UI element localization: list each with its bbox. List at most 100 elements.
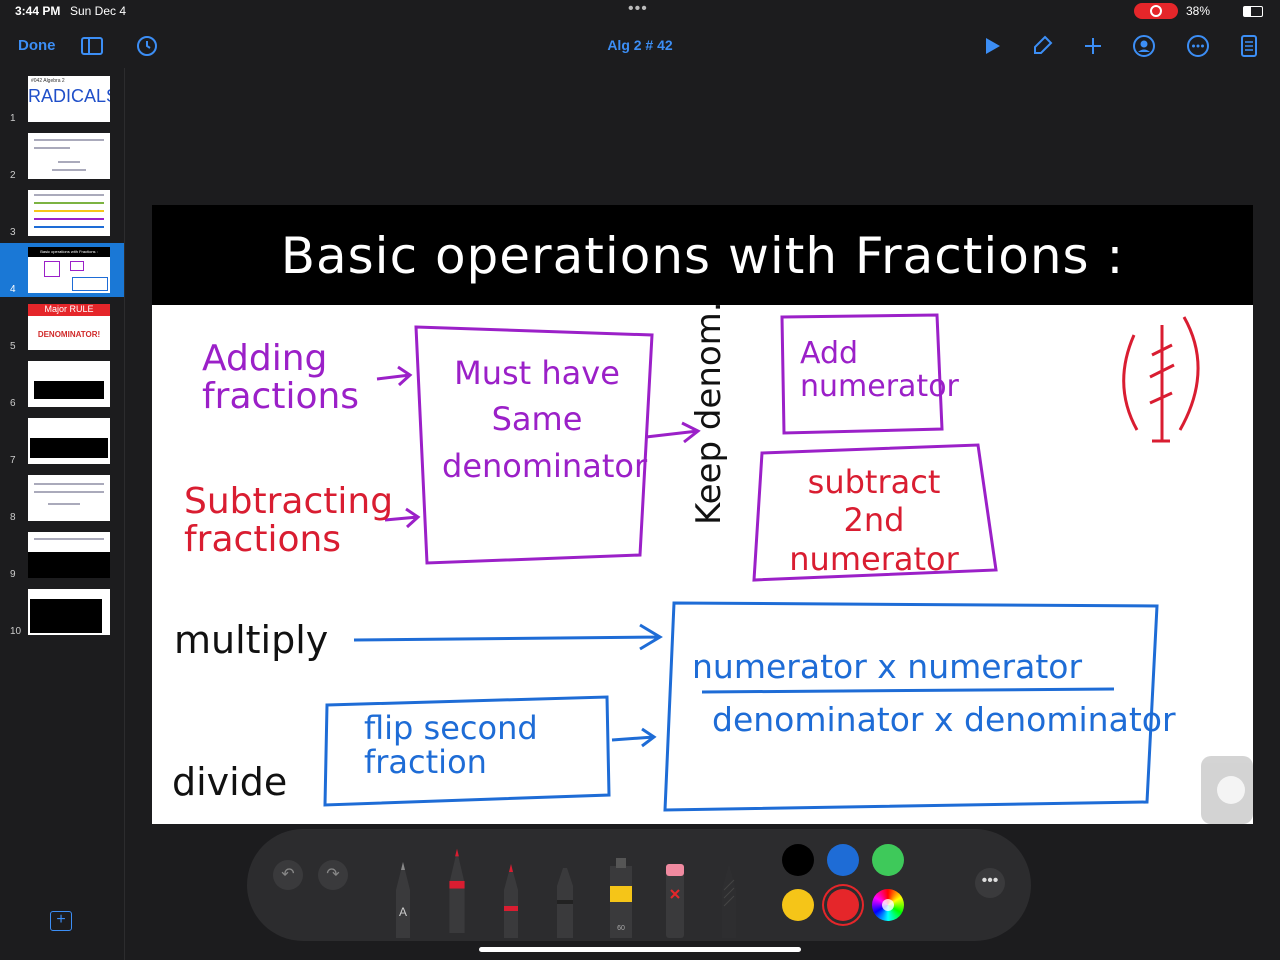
color-wheel-center xyxy=(882,899,894,911)
slide-canvas[interactable]: Basic operations with Fractions : Adding… xyxy=(152,205,1253,824)
slide-number: 10 xyxy=(10,626,22,637)
scribble xyxy=(34,147,70,149)
slide-thumbnail[interactable]: 10 xyxy=(0,585,124,639)
slide-number: 9 xyxy=(10,569,16,580)
slide-number: 3 xyxy=(10,227,16,238)
color-swatch-blue[interactable] xyxy=(827,844,859,876)
slide-thumbnail[interactable]: 6 xyxy=(0,357,124,411)
slide-thumbnail-selected[interactable]: Basic operations with Fractions : 4 xyxy=(0,243,124,297)
fineliner-tool[interactable] xyxy=(500,850,522,938)
slide-preview xyxy=(28,190,110,236)
thumb-caption: #042 Algebra 2 xyxy=(31,78,65,84)
slide-thumbnail[interactable]: 7 xyxy=(0,414,124,468)
divide-label: divide xyxy=(172,760,288,804)
lasso-tool[interactable] xyxy=(718,850,740,938)
scribble xyxy=(34,194,104,196)
color-picker-wheel[interactable] xyxy=(872,889,904,921)
thumb-title: RADICALS xyxy=(28,86,110,106)
slide-thumbnail[interactable]: #042 Algebra 2 RADICALS 1 xyxy=(0,72,124,126)
home-indicator[interactable] xyxy=(479,947,801,952)
slide-number: 6 xyxy=(10,398,16,409)
numerator-product-text: numerator x numerator xyxy=(692,647,1083,686)
thumb-box xyxy=(70,261,84,271)
slide-preview xyxy=(28,475,110,521)
highlighter-label: 60 xyxy=(617,925,625,932)
scribble xyxy=(34,218,104,220)
status-date: Sun Dec 4 xyxy=(70,4,127,18)
slide-title: Basic operations with Fractions : xyxy=(280,227,1125,285)
color-swatch-green[interactable] xyxy=(872,844,904,876)
highlighter-tool[interactable]: 60 xyxy=(606,850,636,938)
presenter-notes-icon[interactable] xyxy=(1237,34,1261,58)
add-numerator-text: Add numerator xyxy=(800,336,959,404)
pen-tool-red[interactable] xyxy=(446,845,468,933)
multitasking-dots[interactable]: ••• xyxy=(628,0,648,17)
slide-number: 8 xyxy=(10,512,16,523)
flip-second-fraction-text: flip second fraction xyxy=(364,709,538,781)
slide-number: 2 xyxy=(10,170,16,181)
slide-preview xyxy=(28,589,110,635)
slide-navigator: #042 Algebra 2 RADICALS 1 2 3 Basic oper… xyxy=(0,68,125,960)
multiply-label: multiply xyxy=(174,618,329,662)
collaborate-icon[interactable] xyxy=(1132,34,1156,58)
slide-number: 7 xyxy=(10,455,16,466)
adding-fractions-label: Adding fractions xyxy=(202,338,360,417)
slide-preview: Major RULE DENOMINATOR! xyxy=(28,304,110,350)
play-icon[interactable] xyxy=(980,34,1004,58)
thumb-box xyxy=(44,261,60,277)
scribble xyxy=(52,169,86,171)
assistive-touch-button[interactable] xyxy=(1201,756,1253,824)
color-swatch-red-selected[interactable] xyxy=(827,889,859,921)
slide-thumbnail[interactable]: 3 xyxy=(0,186,124,240)
crayon-tool[interactable] xyxy=(554,850,576,938)
slide-preview xyxy=(28,532,110,578)
color-swatch-yellow[interactable] xyxy=(782,889,814,921)
slide-preview: Basic operations with Fractions : xyxy=(28,247,110,293)
scribble xyxy=(34,210,104,212)
battery-percent: 38% xyxy=(1186,4,1211,18)
slide-preview: #042 Algebra 2 RADICALS xyxy=(28,76,110,122)
eraser-tool[interactable] xyxy=(664,850,686,938)
slide-number: 5 xyxy=(10,341,16,352)
redo-button[interactable]: ↷ xyxy=(318,860,348,890)
screen-recording-indicator[interactable] xyxy=(1134,3,1178,19)
color-swatch-black[interactable] xyxy=(782,844,814,876)
history-icon[interactable] xyxy=(135,34,159,58)
sidebar-toggle-icon[interactable] xyxy=(80,34,104,58)
slide-thumbnail[interactable]: 8 xyxy=(0,471,124,525)
scribble xyxy=(58,161,80,163)
scribble xyxy=(34,491,104,493)
subtract-numerator-text: subtract 2nd numerator xyxy=(789,463,959,578)
scribble xyxy=(34,538,104,540)
pencil-tool[interactable]: A xyxy=(392,850,414,938)
drawing-toolbar xyxy=(247,829,1031,941)
keep-denom-label: Keep denom. xyxy=(689,301,729,525)
app-toolbar: Done Alg 2 # 42 xyxy=(0,22,1280,68)
slide-thumbnail[interactable]: 9 xyxy=(0,528,124,582)
thumb-rule-text: DENOMINATOR! xyxy=(37,330,101,339)
thumb-black-block xyxy=(30,438,108,458)
scribble xyxy=(34,226,104,228)
document-title[interactable]: Alg 2 # 42 xyxy=(607,37,673,53)
undo-button[interactable]: ↶ xyxy=(273,860,303,890)
more-options-icon[interactable] xyxy=(1186,34,1210,58)
thumb-black-block xyxy=(30,599,102,633)
tools-more-button[interactable]: ••• xyxy=(975,868,1005,898)
slide-thumbnail[interactable]: 2 xyxy=(0,129,124,183)
slide-preview xyxy=(28,418,110,464)
format-brush-icon[interactable] xyxy=(1030,34,1054,58)
thumb-header: Basic operations with Fractions : xyxy=(28,247,110,257)
must-have-same-denominator-text: Must have Same denominator xyxy=(442,354,648,485)
scribble xyxy=(34,483,104,485)
add-slide-button[interactable]: + xyxy=(50,911,72,931)
thumb-rule-header: Major RULE xyxy=(28,304,110,316)
slide-thumbnail[interactable]: Major RULE DENOMINATOR! 5 xyxy=(0,300,124,354)
scribble xyxy=(34,139,104,141)
marker-label: A xyxy=(399,905,407,919)
ink-drawing xyxy=(323,313,1200,812)
add-icon[interactable] xyxy=(1081,34,1105,58)
status-bar: 3:44 PM Sun Dec 4 ••• 38% xyxy=(0,0,1280,22)
thumb-black-block xyxy=(28,552,110,578)
done-button[interactable]: Done xyxy=(18,37,56,54)
slide-number: 1 xyxy=(10,113,16,124)
